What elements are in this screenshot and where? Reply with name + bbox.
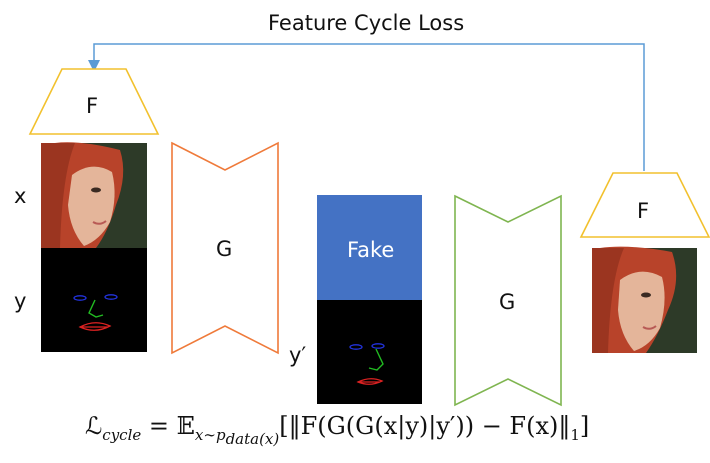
generator-right: [454, 194, 562, 407]
fake-box: [317, 195, 422, 300]
x-label: x: [14, 184, 27, 208]
encoder-left: [28, 68, 160, 135]
generator-left: [171, 141, 279, 355]
formula-expectation-sub: x∼p: [194, 425, 226, 444]
feedback-arrow: [88, 43, 645, 171]
face-photo-reconstructed: [592, 246, 677, 353]
generator-right-label: G: [499, 290, 516, 314]
formula-expectation-sub2: data(x): [225, 429, 280, 448]
formula-body: [‖F(G(G(x|y)|y′)) − F(x)‖: [279, 412, 571, 440]
encoder-right: [579, 172, 710, 238]
encoder-left-label: F: [86, 94, 99, 118]
landmark-panel-y: [41, 248, 147, 352]
landmark-panel-y-prime: [317, 300, 422, 404]
y-prime-label: y′: [289, 343, 307, 367]
formula-lhs-sub: cycle: [102, 425, 142, 444]
landmark-sketch-y: [73, 294, 118, 331]
formula-expectation: 𝔼: [176, 412, 195, 440]
formula-norm-sub: 1: [570, 425, 580, 444]
loss-formula: ℒcycle = 𝔼x∼pdata(x)[‖F(G(G(x|y)|y′)) − …: [85, 412, 589, 448]
formula-equals: =: [141, 412, 177, 440]
fake-label: Fake: [347, 238, 395, 262]
formula-lhs: ℒ: [85, 412, 103, 440]
encoder-right-label: F: [637, 199, 650, 223]
face-photo-x: [41, 142, 124, 248]
feature-cycle-loss-label: Feature Cycle Loss: [268, 11, 465, 35]
landmark-sketch-y-prime: [349, 343, 385, 385]
y-label: y: [14, 289, 27, 313]
generator-left-label: G: [216, 237, 233, 261]
formula-close: ]: [579, 412, 590, 440]
